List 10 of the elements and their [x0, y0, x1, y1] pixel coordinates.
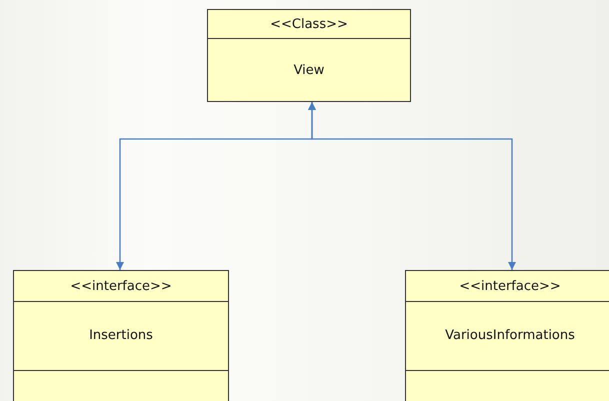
class-name: Insertions [89, 328, 153, 343]
connector-arrow [308, 102, 516, 270]
class-box [13, 270, 229, 401]
stereotype-label: <<interface>> [70, 278, 172, 294]
class-name: View [294, 63, 324, 78]
class-name: VariousInformations [445, 328, 575, 343]
stereotype-label: <<Class>> [270, 16, 348, 32]
class-box [405, 270, 609, 401]
stereotype-label: <<interface>> [459, 278, 561, 294]
class-box [207, 9, 411, 102]
